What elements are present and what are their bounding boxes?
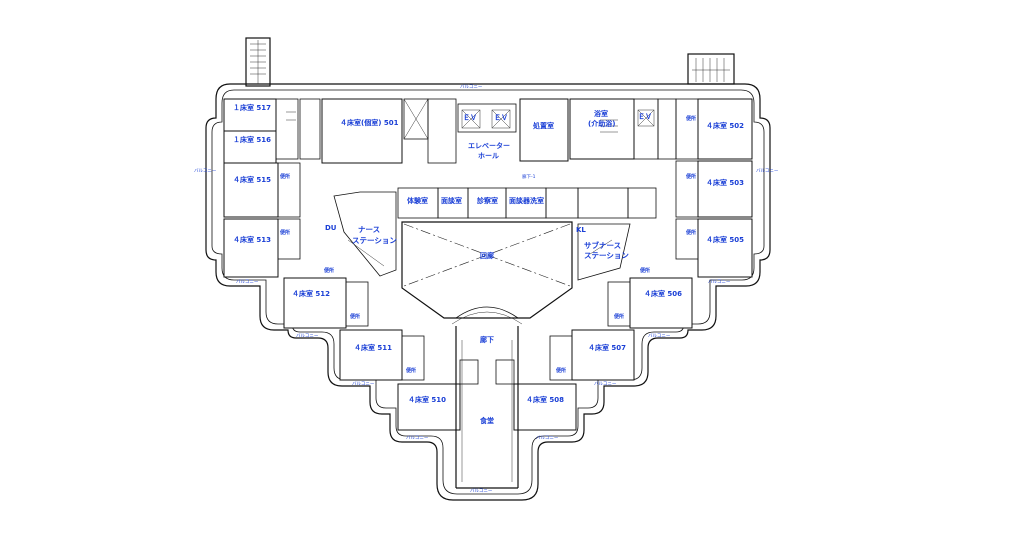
lower-left-rooms (283, 277, 479, 431)
room-506-label: ４床室 506 (644, 289, 682, 298)
room-517-label: １床室 517 (233, 103, 271, 112)
room-512-label: ４床室 512 (292, 289, 330, 298)
toilet-label-7: 便所 (614, 313, 624, 320)
nurse-label-2: ステーション (352, 236, 397, 245)
nurse-station (333, 191, 397, 277)
corridor-label: 廊下 (480, 335, 494, 344)
du-label: DU (325, 224, 337, 232)
toilet-label-3: 便所 (686, 115, 696, 122)
toilet-label-5: 便所 (686, 229, 696, 236)
room-513-label: ４床室 513 (233, 235, 271, 244)
room-511-label: ４床室 511 (354, 343, 392, 352)
top-center-block (321, 98, 659, 164)
balcony-label-l2: バルコニー (296, 333, 319, 339)
toilet-label-4: 便所 (686, 173, 696, 180)
balcony-label-l4: バルコニー (406, 435, 429, 441)
bath-label-2: (介助浴) (588, 119, 615, 128)
lower-right-rooms (495, 277, 693, 431)
balcony-label-top: バルコニー (460, 84, 483, 90)
physical-label: 体験室 (407, 196, 428, 205)
stair-left (245, 37, 271, 87)
room-507-label: ４床室 507 (588, 343, 626, 352)
treatment-label: 処置室 (532, 121, 554, 130)
room-503-label: ４床室 503 (706, 178, 744, 187)
ev-label-2: ＥＶ (494, 113, 508, 122)
balcony-label-bottom: バルコニー (470, 488, 493, 494)
balcony-label-bl: バルコニー (236, 279, 259, 285)
dining-label: 食堂 (479, 416, 494, 425)
balcony-label-l3: バルコニー (352, 381, 375, 387)
balcony-label-right: バルコニー (756, 168, 779, 174)
room-501-label: ４床室(個室) 501 (340, 118, 399, 127)
room-510-label: ４床室 510 (408, 395, 446, 404)
clean-label: 面談器洗室 (509, 196, 544, 205)
toilet-label-10: 便所 (324, 267, 334, 274)
balcony-inner (211, 89, 765, 495)
room-505-label: ４床室 505 (706, 235, 744, 244)
ev-label-3: ＥＶ (638, 112, 652, 121)
middle-service (397, 187, 657, 219)
toilet-label-2: 便所 (280, 229, 290, 236)
office-label: 面談室 (441, 196, 462, 205)
elevator-hall-label-2: ホール (478, 152, 499, 160)
kl-label: KL (576, 226, 586, 234)
consult-label: 診察室 (477, 196, 498, 205)
nurse-label-1: ナース (358, 225, 380, 234)
right-wing (657, 98, 753, 278)
ev-label-1: ＥＶ (463, 113, 477, 122)
room-515-label: ４床室 515 (233, 175, 271, 184)
room-516-label: １床室 516 (233, 135, 271, 144)
room-502-label: ４床室 502 (706, 121, 744, 130)
left-wing (223, 98, 321, 278)
subnurse-station (577, 223, 631, 281)
balcony-label-br: バルコニー (708, 279, 731, 285)
toilet-label-6: 便所 (350, 313, 360, 320)
subnurse-label-1: サブナース (584, 240, 621, 250)
balcony-label-r4: バルコニー (536, 435, 559, 441)
toilet-label-9: 便所 (556, 367, 566, 374)
corridor-top-label: 廊下-1 (522, 173, 536, 180)
central-hall (401, 221, 573, 325)
stair-right (687, 53, 735, 85)
balcony-label-r3: バルコニー (594, 381, 617, 387)
room-508-label: ４床室 508 (526, 395, 564, 404)
balcony-outline (205, 83, 771, 501)
toilet-label-1: 便所 (280, 173, 290, 180)
balcony-label-r2: バルコニー (648, 333, 671, 339)
toilet-label-11: 便所 (640, 267, 650, 274)
subnurse-label-2: ステーション (584, 251, 629, 260)
elevator-hall-label-1: エレベーター (468, 141, 510, 150)
bath-label-1: 浴室 (594, 109, 608, 118)
hall-label: 回廊 (480, 251, 494, 260)
toilet-label-8: 便所 (406, 367, 416, 374)
balcony-label-left: バルコニー (194, 168, 217, 174)
dining-area (455, 326, 519, 489)
